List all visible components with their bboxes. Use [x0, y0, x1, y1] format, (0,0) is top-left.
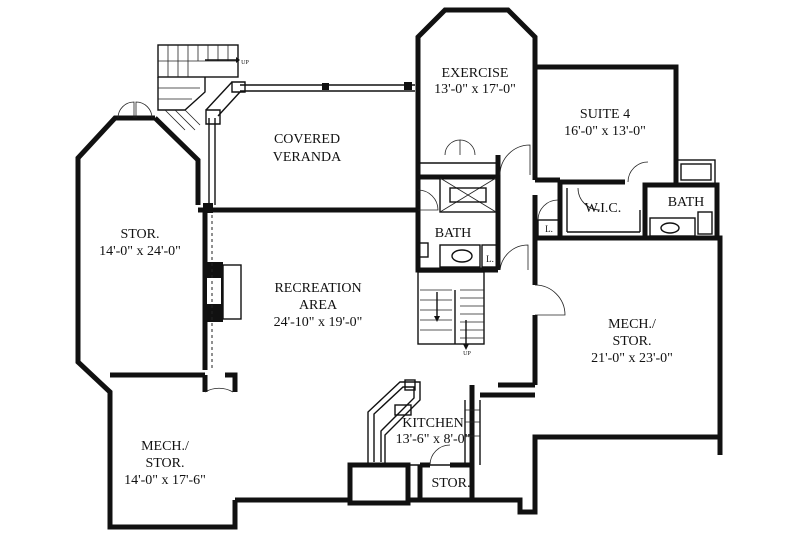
- veranda-line2: VERANDA: [273, 150, 342, 165]
- mech-right-line2: STOR.: [612, 334, 651, 349]
- fireplace: [205, 262, 242, 322]
- exterior-stair: [157, 44, 240, 131]
- linen-right: L.: [545, 224, 553, 234]
- veranda-line1: COVERED: [274, 132, 340, 147]
- suite-name: SUITE 4: [580, 107, 630, 122]
- stor-door-top: [117, 101, 153, 119]
- mech-left-size: 14'-0" x 17'-6": [124, 473, 206, 488]
- bath-right-name: BATH: [668, 195, 705, 210]
- recreation-line1: RECREATION: [274, 281, 361, 296]
- mech-left-line1: MECH./: [141, 439, 189, 454]
- interior-stair: [417, 271, 485, 350]
- stor-top-name: STOR.: [120, 227, 159, 242]
- kitchen-name: KITCHEN: [402, 416, 463, 431]
- mech-left-line2: STOR.: [145, 456, 184, 471]
- exercise-name: EXERCISE: [442, 66, 509, 81]
- veranda-outline: [203, 81, 415, 213]
- recreation-line2: AREA: [299, 298, 338, 313]
- mech-left-divider: [110, 372, 238, 393]
- stair-mid-up: UP: [463, 351, 471, 357]
- stor-top-size: 14'-0" x 24'-0": [99, 244, 181, 259]
- linen-mid: L.: [486, 254, 494, 264]
- exercise-size: 13'-0" x 17'-0": [434, 82, 516, 97]
- labels: EXERCISE 13'-0" x 17'-0" SUITE 4 16'-0" …: [99, 60, 704, 491]
- kitchen-area: [347, 379, 535, 506]
- wic-name: W.I.C.: [585, 201, 621, 216]
- outer-walls: [75, 7, 723, 530]
- suite-size: 16'-0" x 13'-0": [564, 124, 646, 139]
- stor-small-name: STOR.: [431, 476, 470, 491]
- mech-right-line1: MECH./: [608, 317, 656, 332]
- center-core: [415, 139, 531, 273]
- recreation-size: 24'-10" x 19'-0": [274, 315, 363, 330]
- mech-right-size: 21'-0" x 23'-0": [591, 351, 673, 366]
- suite-area: [532, 159, 716, 385]
- kitchen-size: 13'-6" x 8'-0": [396, 432, 471, 447]
- bath-mid-name: BATH: [435, 226, 472, 241]
- stair-top-up: UP: [241, 60, 249, 66]
